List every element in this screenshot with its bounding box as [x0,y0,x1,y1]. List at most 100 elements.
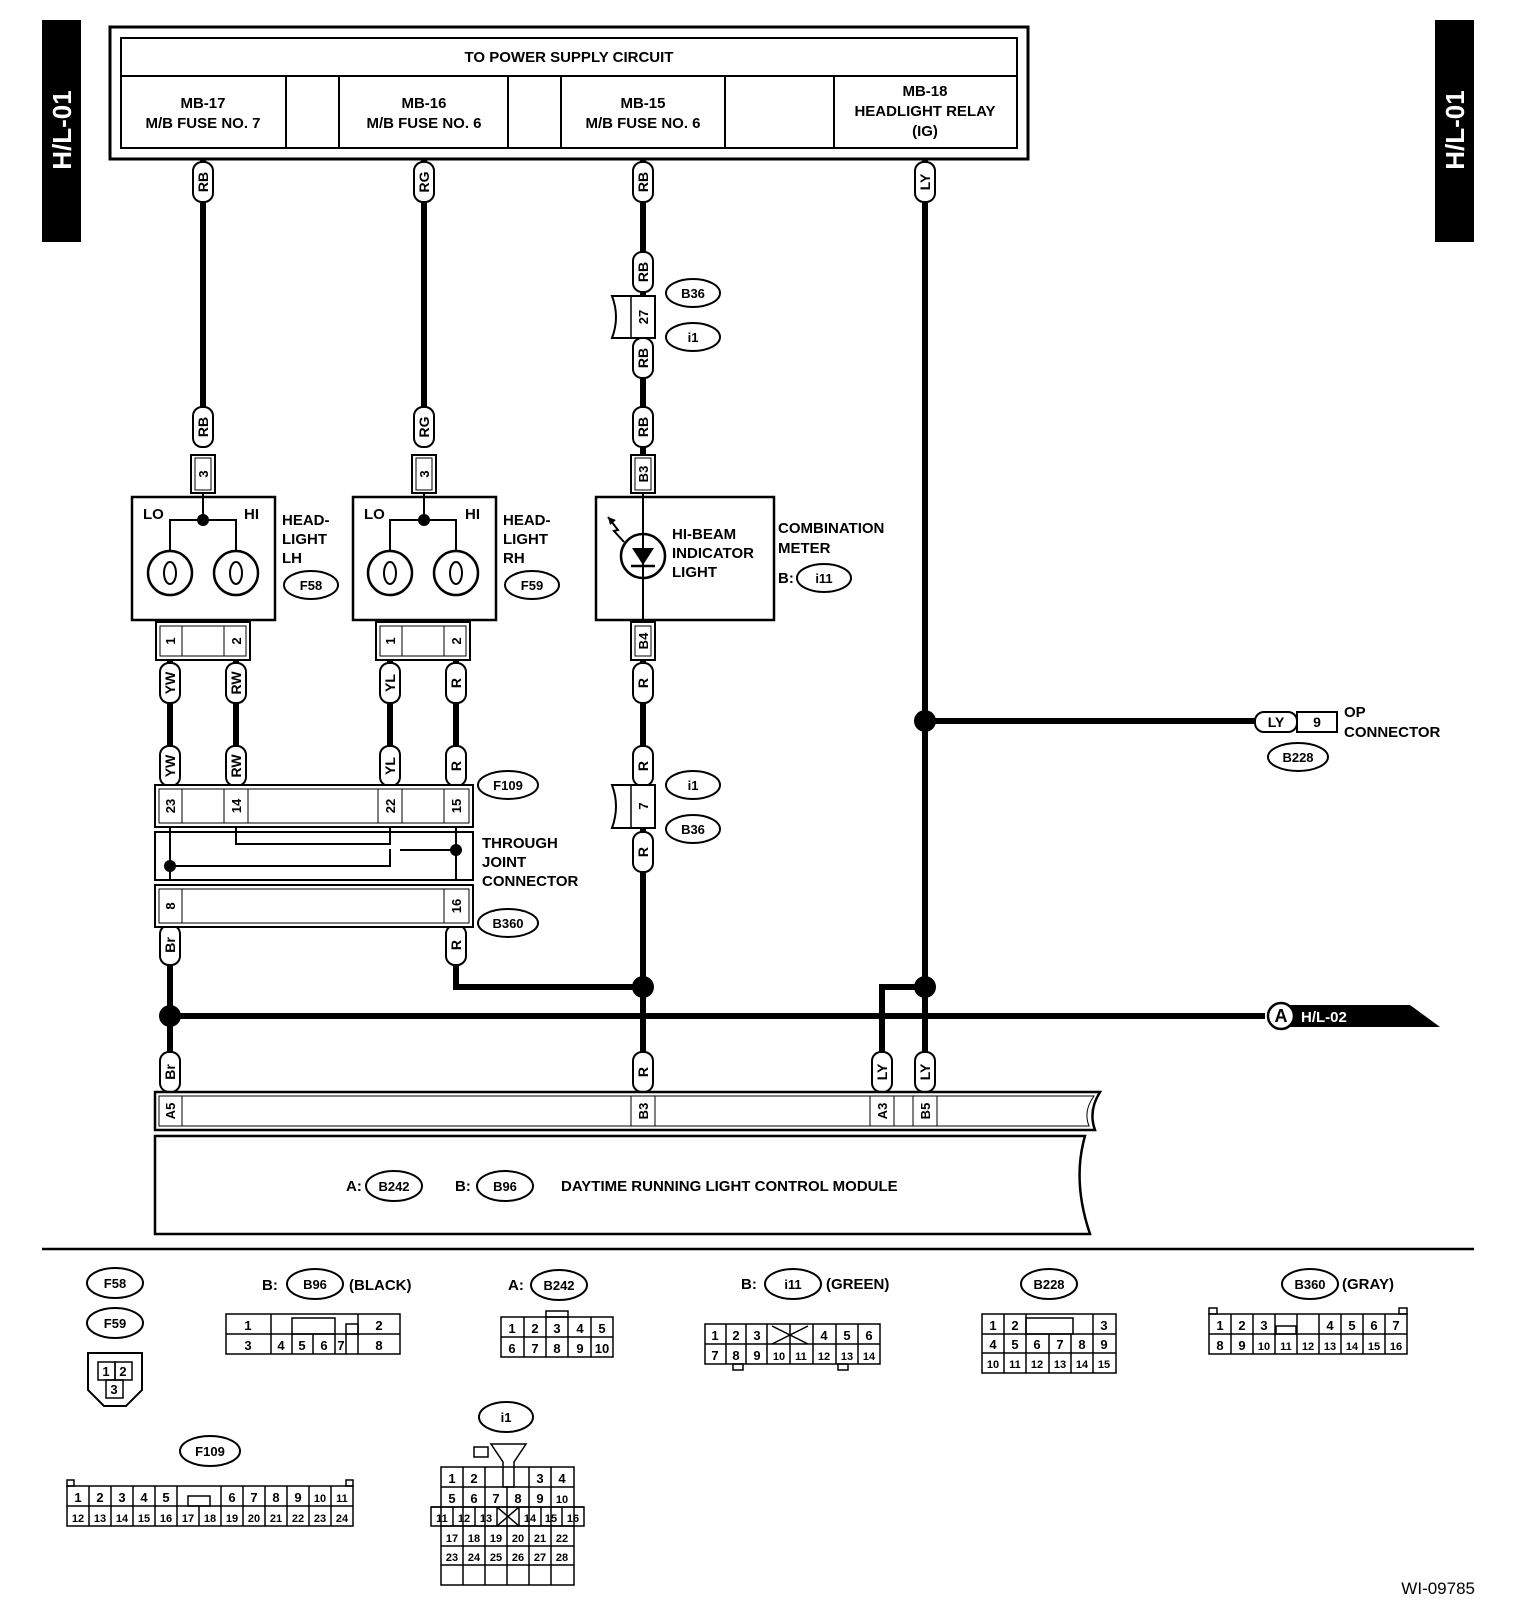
legend-f109-pin: 3 [118,1490,125,1505]
op-connector: LY 9 OP CONNECTOR B228 [1254,704,1441,772]
legend-f109-pin: 12 [72,1513,84,1525]
legend-b242-pin: 3 [553,1321,560,1336]
legend-f109-pin: 19 [226,1513,238,1525]
through-joint-f109: F109 [493,778,523,793]
legend-b360-pin: 10 [1258,1341,1270,1353]
op-connector-b228: B228 [1282,750,1313,765]
legend-i11-prefix: B: [741,1276,757,1293]
headlight-lh-line1: HEAD- [282,512,330,529]
legend-i1-pin: 4 [558,1471,566,1486]
connector-b36: B36 [681,822,705,837]
inline-connector-b36-i1-upper: 27 B36 i1 [610,278,721,352]
headlight-lh-line3: LH [282,550,302,567]
legend-b242-pin: 9 [576,1341,583,1356]
legend-i11-pin: 8 [732,1348,739,1363]
legend-i11-pin: 9 [753,1348,760,1363]
legend-i1-pin: 20 [512,1533,524,1545]
legend-f109-pin: 16 [160,1513,172,1525]
legend-f109-pin: 18 [204,1513,216,1525]
wire-tag-ly: LY [917,173,933,190]
legend-f109-pin: 6 [228,1490,235,1505]
legend-i11-pin: 13 [841,1351,853,1363]
legend-i1-pin: 5 [448,1491,455,1506]
legend-b96-pin: 4 [277,1338,285,1353]
legend-i1-pin: 21 [534,1533,546,1545]
power-supply-box [108,25,1030,161]
legend-f109-pin: 8 [272,1490,279,1505]
wire-tag-rg: RG [416,171,432,192]
legend-i1-pin: 22 [556,1533,568,1545]
wire-tag-ly: LY [917,1063,933,1080]
legend-f109-pin: 13 [94,1513,106,1525]
legend-b360-pin: 13 [1324,1341,1336,1353]
inline-connector-b36-i1-lower: 7 i1 B36 [610,770,721,844]
legend-i1-pin: 6 [470,1491,477,1506]
hibeam-line1: HI-BEAM [672,526,736,543]
legend-i11-pin: 14 [863,1351,876,1363]
ps-cell-1-line2: M/B FUSE NO. 7 [145,115,260,132]
legend-f58-pin: 3 [110,1382,117,1397]
bulb-icon [366,549,414,597]
legend-i1-pin: 18 [468,1533,480,1545]
legend-i1-pin: 11 [436,1513,448,1525]
legend-i1-pin: 14 [524,1513,537,1525]
legend-i11-pin: 1 [711,1328,718,1343]
legend-i1-pin: 12 [458,1513,470,1525]
legend-b360-pin: 9 [1238,1338,1245,1353]
drl-module-label: DAYTIME RUNNING LIGHT CONTROL MODULE [561,1178,898,1195]
pin-2: 2 [229,637,244,644]
pin-1: 1 [383,637,398,644]
ps-cell-3-line1: MB-15 [620,95,665,112]
legend-i11-pin: 10 [773,1351,785,1363]
legend-i1-pin: 7 [492,1491,499,1506]
legend-i11-pin: 6 [865,1328,872,1343]
legend-b360-pin: 1 [1216,1318,1223,1333]
ps-cell-4-line3: (IG) [912,123,938,140]
legend-i11: i11 [784,1277,801,1292]
legend-i1-pin: 19 [490,1533,502,1545]
legend-i11-color: (GREEN) [826,1276,889,1293]
pin-15: 15 [449,799,464,813]
legend-i1-pin: 28 [556,1552,568,1564]
legend-i11-pin: 5 [843,1328,850,1343]
ps-cell-2-line2: M/B FUSE NO. 6 [366,115,481,132]
legend-b96-pin: 3 [244,1338,251,1353]
legend-b228-pin: 5 [1011,1337,1018,1352]
wire-tag-yw: YW [162,754,178,777]
ps-cell-2-line1: MB-16 [401,95,446,112]
legend-f109-pin: 21 [270,1513,282,1525]
wire-tag-r: R [448,940,464,950]
legend-b360-pin: 16 [1390,1341,1402,1353]
legend-f109-pin: 14 [116,1513,129,1525]
through-joint-b360: B360 [492,916,523,931]
legend-b360-pin: 14 [1346,1341,1359,1353]
pin-3: 3 [417,470,432,477]
legend-f109-pin: 7 [250,1490,257,1505]
legend-b228-pin: 14 [1076,1359,1089,1371]
legend-b228-pin: 8 [1078,1337,1085,1352]
legend-i11-pin: 12 [818,1351,830,1363]
legend-i1-pin: 23 [446,1552,458,1564]
pin-2: 2 [449,637,464,644]
headlight-rh: LO HI HEAD- LIGHT RH F59 [351,493,560,622]
legend-b96-pin: 6 [320,1338,327,1353]
junctions [159,710,936,1027]
legend-b242-pin: 6 [508,1341,515,1356]
legend-b360-pin: 7 [1392,1318,1399,1333]
pin-a3: A3 [875,1103,890,1120]
legend-i11-pin: 2 [732,1328,739,1343]
offpage-letter: A [1275,1006,1288,1026]
drl-control-module: A5 B3 A3 B5 A: B242 B: B96 DAYTIME RUNNI… [153,1090,1103,1236]
figure-id: WI-09785 [1401,1579,1475,1598]
legend-i1-pin: 24 [468,1552,481,1564]
legend-b242-pin: 4 [576,1321,584,1336]
wire-tag-r: R [635,1067,651,1077]
ps-cell-4-line1: MB-18 [902,83,947,100]
legend-f109-pin: 10 [314,1493,326,1505]
wire-tag-r: R [635,678,651,688]
wire-tag-br: Br [162,1064,178,1080]
legend-b360-pin: 5 [1348,1318,1355,1333]
legend-b360: B360 [1294,1277,1325,1292]
legend-b242-pin: 7 [531,1341,538,1356]
wire-tag-rb: RB [635,172,651,192]
